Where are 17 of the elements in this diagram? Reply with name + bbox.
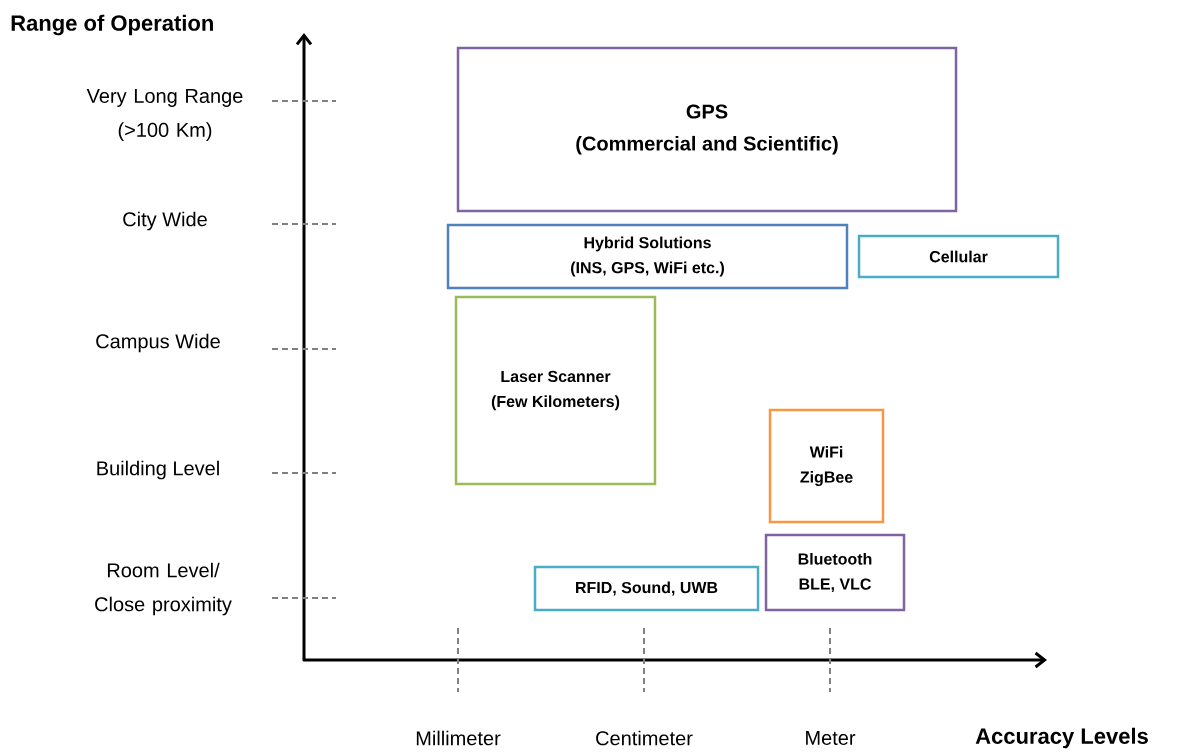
level-label: Meter bbox=[806, 731, 856, 745]
axis-title: Accuracy Levels bbox=[975, 727, 1148, 749]
level-label: Very Long Range (>100 Km) bbox=[86, 89, 243, 141]
level-label: Centimeter bbox=[596, 730, 693, 746]
level-label: Building Level bbox=[97, 460, 219, 480]
level-label: Room Level/ Close proximity bbox=[95, 562, 232, 616]
technology-box: WiFi ZigBee bbox=[768, 408, 885, 524]
technology-box: GPS (Commercial and Scientific) bbox=[456, 46, 958, 213]
technology-box: Laser Scanner (Few Kilometers) bbox=[454, 295, 657, 486]
level-label: Campus Wide bbox=[96, 333, 220, 353]
technology-box: Bluetooth BLE, VLC bbox=[764, 533, 906, 612]
level-label: City Wide bbox=[123, 211, 207, 231]
level-label: Millimeter bbox=[416, 730, 501, 746]
axis-title: Range of Operation bbox=[11, 14, 213, 36]
technology-box: Cellular bbox=[857, 234, 1060, 279]
technology-box: RFID, Sound, UWB bbox=[533, 565, 760, 612]
technology-box: Hybrid Solutions (INS, GPS, WiFi etc.) bbox=[446, 223, 849, 290]
